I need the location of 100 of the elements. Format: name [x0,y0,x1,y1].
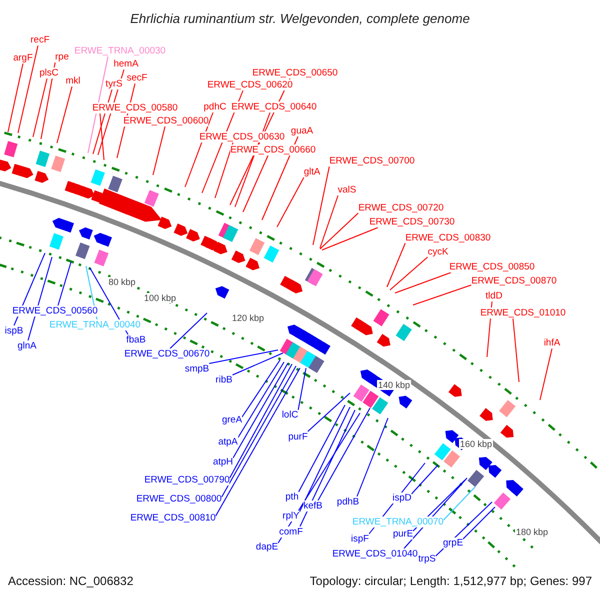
gene-label: pdhC [204,102,226,112]
leader-line [229,364,292,478]
leader-line [312,166,330,246]
leader-line [298,406,350,512]
gene-label: ERWE_CDS_00600 [123,116,209,126]
gene-label: purE [392,528,414,540]
gene-label: kefB [304,500,322,512]
gene-label: ERWE_TRNA_00040 [49,320,141,330]
leader-line [386,242,406,288]
leader-line [8,63,24,132]
leader-line [512,318,520,382]
gene-label: plsC [40,68,58,78]
gene-label: grpE [442,538,464,548]
gene-label: tldD [486,290,502,302]
leader-line [232,362,288,458]
gene-label: lolC [282,410,298,420]
gene-label: ERWE_CDS_00640 [231,102,317,112]
gene-label: ERWE_CDS_00870 [471,276,557,286]
gene-label: ERWE_CDS_00560 [12,306,98,316]
leader-line [221,366,296,498]
gene-label: atpA [218,436,238,448]
leader-line [298,368,306,410]
leader-line [356,418,388,497]
diagram-title: Ehrlichia ruminantium str. Welgevonden, complete genome [129,10,471,28]
gene-label: ERWE_CDS_00620 [207,80,293,90]
leader-line [88,56,108,154]
leader-line [262,136,298,220]
leader-line [300,410,356,527]
gene-label: ERWE_CDS_00720 [358,202,444,214]
gene-label: greA [222,414,242,426]
leader-line [208,350,278,364]
gene-label: ERWE_CDS_00850 [449,262,535,272]
gene-label: rpe [55,52,69,62]
leader-line [214,142,234,198]
scale-label: 120 kbp [230,313,266,323]
scale-label: 100 kbp [142,293,178,303]
gene-label: ERWE_TRNA_00030 [74,46,166,56]
leader-line [443,486,476,520]
leader-line [320,212,359,250]
scale-label: 180 kbp [514,527,550,537]
gene-label: valS [338,184,356,196]
scale-label: 160 kbp [458,439,494,449]
leader-line [242,155,268,212]
gene-label: hemA [114,58,138,70]
gene-label: cycK [428,246,448,258]
leader-line [278,412,360,544]
leader-line [232,352,284,376]
gene-label: gltA [304,166,320,178]
leader-line [152,126,166,176]
gene-label: pdhB [336,496,360,508]
leader-line [18,45,38,134]
gene-label: ERWE_CDS_00670 [124,348,210,360]
gene-label: rplY [282,510,300,522]
gene-label: ERWE_CDS_00730 [369,216,455,228]
leader-line [242,360,280,418]
gene-label: ERWE_CDS_00630 [199,132,285,142]
gene-label: recF [30,34,50,46]
gene-label: ERWE_TRNA_00070 [352,516,444,528]
gene-label: ERWE_CDS_01040 [332,548,418,560]
gene-label: trpS [418,554,436,564]
gene-label: pth [285,492,299,502]
leader-line [322,227,378,250]
gene-label: secF [126,72,148,84]
scale-label: 80 kbp [107,277,137,287]
gene-label: tyrS [106,78,122,90]
leader-line [40,62,56,140]
gene-label: ihfA [544,338,560,348]
leader-line [100,113,104,160]
leader-line [58,262,72,306]
leader-line [412,284,472,306]
scale-label: 140 kbp [376,380,412,390]
leader-line [390,256,428,290]
gene-label: comF [279,526,303,538]
gene-label: ERWE_CDS_00660 [230,144,316,156]
leader-line [394,272,452,294]
gene-label: glnA [18,340,36,352]
gene-label: fbaB [126,334,146,346]
gene-label: smpB [184,364,210,374]
leader-line [462,506,496,540]
gene-label: ERWE_CDS_00800 [136,494,222,504]
leader-line [540,348,552,400]
gene-label: argF [13,52,33,64]
gene-label: dapE [256,542,278,552]
gene-label: ERWE_CDS_00650 [252,68,338,78]
leader-line [298,404,346,492]
gene-label: ERWE_CDS_00700 [329,156,415,166]
leader-line [56,86,72,144]
gene-label: mkl [66,76,80,86]
gene-label: ERWE_CDS_01010 [480,308,566,318]
gene-label: ERWE_CDS_00790 [144,474,230,486]
gene-label: atpH [212,456,234,468]
leader-line [411,464,438,494]
footer-text: Topology: circular; Length: 1,512,977 bp; Genes: 997 [310,574,592,588]
leader-line [320,195,338,248]
leader-line [28,256,52,341]
leader-line [276,177,304,228]
gene-label: ispB [4,326,24,336]
leader-line [170,312,208,349]
leader-line [237,362,284,438]
gene-label: purF [288,432,308,442]
